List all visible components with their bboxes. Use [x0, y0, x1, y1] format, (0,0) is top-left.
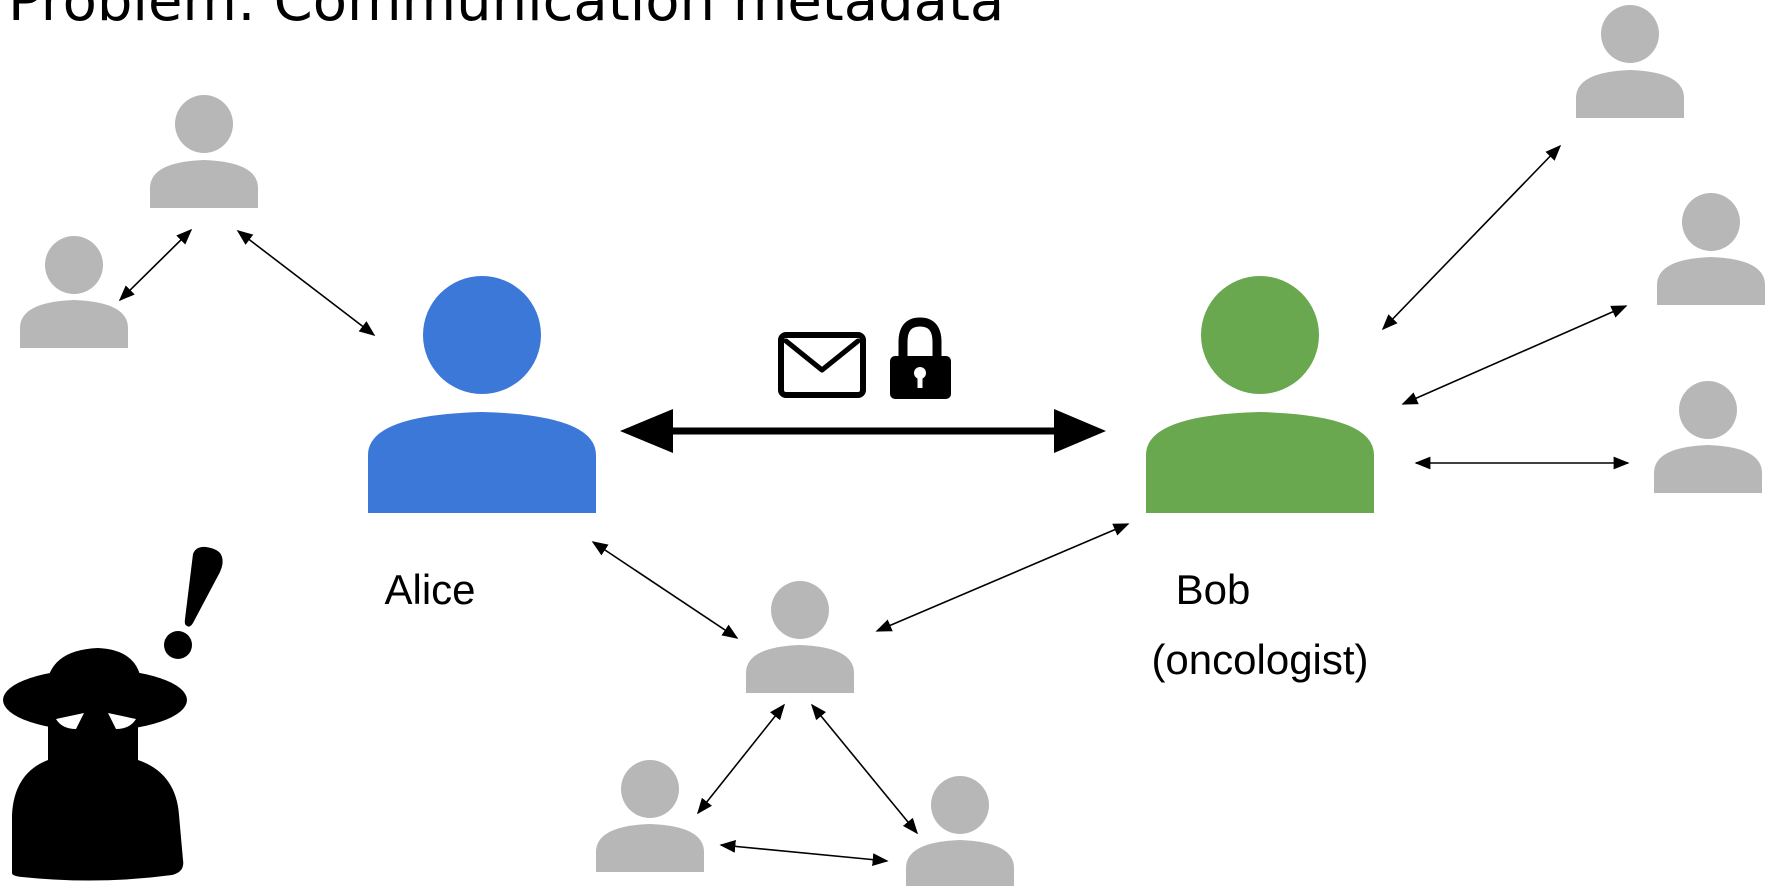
arrow-center-to-bottom-left: [697, 703, 785, 815]
bob-role-label: (oncologist): [1151, 636, 1369, 683]
person-icon-bottom-right: [906, 776, 1014, 886]
arrow-left-to-topleft: [118, 228, 193, 302]
slide-title: Problem: Communication metadata: [8, 0, 1005, 34]
arrow-center-to-bottom-right: [810, 703, 919, 835]
alice-person-icon: [368, 276, 596, 513]
arrow-bob-to-right-top: [1381, 144, 1562, 331]
arrow-bob-to-right-middle: [1401, 305, 1628, 405]
person-icon-left: [20, 236, 128, 348]
arrow-topleft-to-alice: [236, 230, 376, 336]
alice-label: Alice: [384, 566, 476, 613]
lock-icon: [890, 317, 951, 399]
person-icon-right-lower: [1654, 381, 1762, 493]
person-icon-right-top: [1576, 5, 1684, 118]
spy-icon: [3, 648, 187, 881]
person-icon-center-bottom: [746, 581, 854, 693]
encrypted-message-arrow: [620, 409, 1106, 453]
arrow-alice-to-center: [591, 541, 739, 639]
envelope-icon: [778, 332, 866, 398]
person-icon-bottom-left: [596, 760, 704, 872]
arrow-center-to-bob: [875, 523, 1130, 632]
person-icon-top-left: [150, 95, 258, 208]
person-icon-right-middle: [1657, 193, 1765, 305]
bob-label: Bob: [1175, 566, 1251, 613]
exclamation-icon: [164, 546, 223, 659]
bob-person-icon: [1146, 276, 1374, 513]
arrow-bottom-left-to-bottom-right: [719, 840, 889, 866]
